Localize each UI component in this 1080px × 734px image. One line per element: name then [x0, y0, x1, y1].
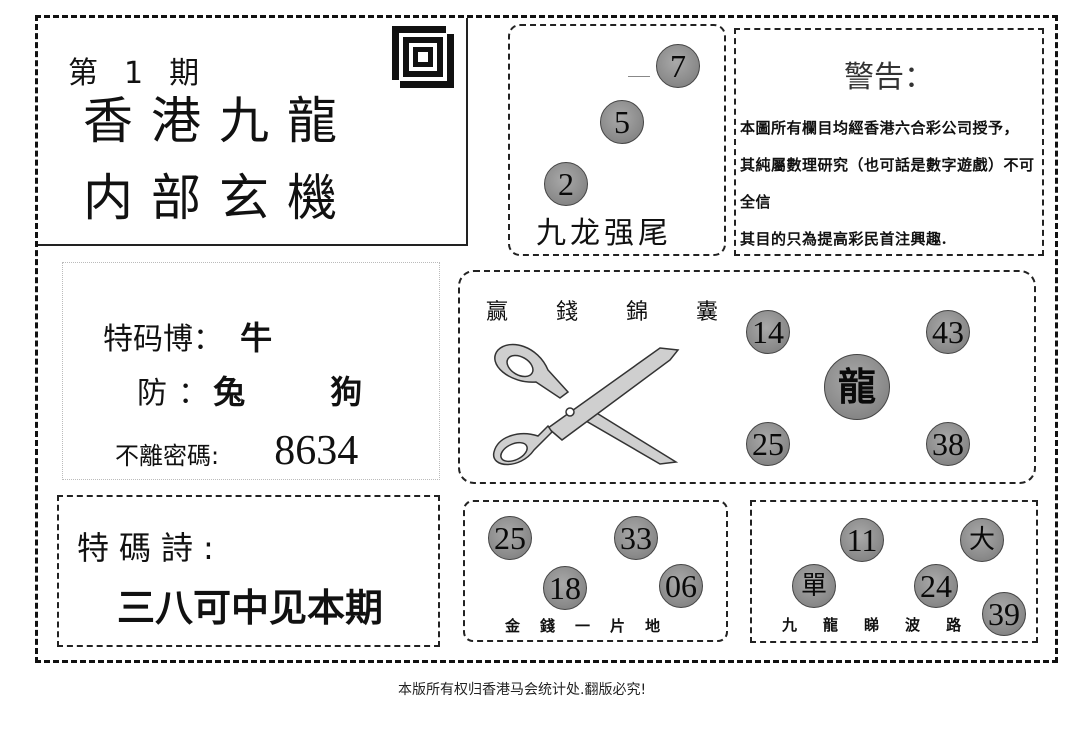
main-title: 香港九龍 — [83, 92, 355, 150]
poem-panel: 特碼詩: 三八可中见本期 — [57, 495, 440, 647]
gold-ball: 18 — [543, 566, 587, 610]
guard-label: 防 — [137, 376, 167, 411]
money-bag-panel: 赢 錢 錦 囊 14 43 龍 25 38 — [458, 270, 1036, 484]
warning-title: 警告： — [844, 60, 934, 95]
guard-value: 兔 — [213, 373, 246, 411]
label-char: 片 — [610, 617, 626, 635]
title-char: 囊 — [696, 300, 719, 325]
warning-panel: 警告： 本圖所有欄目均經香港六合彩公司授予， 其純屬數理研究（也可話是數字遊戲）… — [734, 28, 1044, 256]
tail-ball: 7 — [656, 44, 700, 88]
wave-ball: 39 — [982, 592, 1026, 636]
big-small-ball: 大 — [960, 518, 1004, 562]
tail-ball: 2 — [544, 162, 588, 206]
label-char: 地 — [645, 617, 661, 635]
code-value: 8634 — [274, 428, 359, 474]
outer-dashed-frame — [35, 15, 1058, 663]
issue-prefix: 第 — [68, 56, 102, 91]
strong-tail-label: 九龙强尾 — [536, 216, 672, 251]
title-char: 赢 — [486, 300, 509, 325]
label-char: 睇 — [864, 616, 880, 634]
label-char: 波 — [905, 616, 921, 634]
code-label: 不離密碼: — [115, 442, 220, 470]
special-zodiac-label: 特码博： — [103, 322, 223, 357]
tail-ball: 5 — [600, 100, 644, 144]
poem-label: 特碼詩: — [77, 529, 224, 567]
poem-text: 三八可中见本期 — [117, 585, 384, 630]
sub-title: 内部玄機 — [83, 169, 355, 227]
guard-colon: ： — [178, 376, 209, 411]
money-ball: 43 — [926, 310, 970, 354]
label-char: 錢 — [540, 617, 556, 635]
wave-ball: 24 — [914, 564, 958, 608]
gold-ball: 25 — [488, 516, 532, 560]
stray-mark — [628, 76, 650, 77]
wave-road-label: 九龍睇波路 — [782, 614, 987, 635]
money-bag-title: 赢錢錦囊 — [486, 294, 766, 326]
title-char: 錢 — [556, 300, 579, 325]
gold-ball: 06 — [659, 564, 703, 608]
warning-line: 其目的只為提高彩民首注興趣. — [740, 230, 948, 248]
gold-ball: 33 — [614, 516, 658, 560]
money-ball: 14 — [746, 310, 790, 354]
guard-value: 狗 — [330, 373, 363, 411]
label-char: 一 — [575, 617, 591, 635]
issue-value: 1 — [124, 56, 148, 91]
scissors-icon — [493, 343, 680, 466]
zodiac-panel: 特码博： 牛 防 ： 兔 狗 不離密碼: 8634 — [62, 262, 440, 480]
copyright-footer: 本版所有权归香港马会统计处.翻版必究! — [398, 682, 647, 698]
strong-tail-panel: 7 5 2 九龙强尾 — [508, 24, 726, 256]
odd-even-ball: 單 — [792, 564, 836, 608]
guard-zodiac-row: 防 ： 兔 狗 — [137, 367, 362, 413]
issue-suffix: 期 — [169, 56, 204, 91]
wave-ball: 11 — [840, 518, 884, 562]
gold-land-panel: 25 33 18 06 金 錢 一 片 地 — [463, 500, 728, 642]
code-row: 不離密碼: 8634 — [115, 427, 358, 475]
label-char: 路 — [946, 616, 962, 634]
warning-text: 本圖所有欄目均經香港六合彩公司授予， 其純屬數理研究（也可話是數字遊戲）不可全信… — [740, 110, 1045, 258]
money-ball: 25 — [746, 422, 790, 466]
special-zodiac-row: 特码博： 牛 — [103, 313, 272, 359]
wave-road-panel: 11 大 單 24 39 九 龍 睇 波 路 — [750, 500, 1038, 643]
warning-line: 其純屬數理研究（也可話是數字遊戲）不可全信 — [740, 156, 1035, 211]
title-char: 錦 — [626, 300, 649, 325]
square-spiral-logo-icon — [392, 26, 454, 88]
money-ball: 38 — [926, 422, 970, 466]
special-zodiac-value: 牛 — [240, 319, 273, 357]
gold-land-label: 金錢一片地 — [505, 615, 680, 636]
label-char: 龍 — [823, 616, 839, 634]
dragon-center-ball: 龍 — [824, 354, 890, 420]
label-char: 金 — [505, 617, 521, 635]
warning-line: 本圖所有欄目均經香港六合彩公司授予， — [740, 119, 1020, 137]
label-char: 九 — [782, 616, 798, 634]
